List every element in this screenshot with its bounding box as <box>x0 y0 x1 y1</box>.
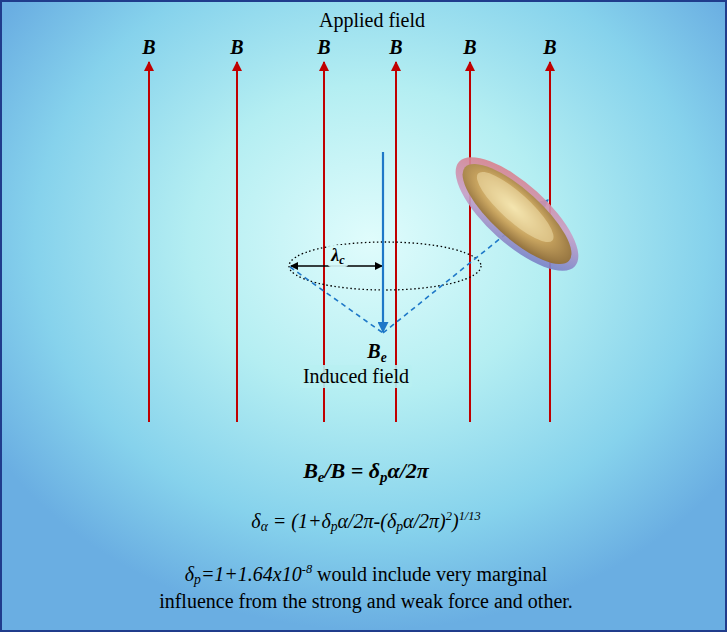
label-text: p <box>331 519 338 534</box>
field-line <box>236 62 238 422</box>
field-symbol: B <box>463 36 476 59</box>
label-text: influence from the strong and weak force… <box>159 590 573 612</box>
label-text: e <box>318 469 325 485</box>
field-symbol: B <box>389 36 402 59</box>
label-text: B <box>317 36 330 58</box>
label-text: ) <box>452 510 459 532</box>
label-text: B <box>463 36 476 58</box>
disk-rim <box>439 140 595 289</box>
orbit-ellipse <box>289 242 481 290</box>
label-text: δ <box>251 510 260 532</box>
label-text: α/2π-(δ <box>338 510 397 532</box>
label-text: λ <box>331 245 339 265</box>
label-text: α <box>261 519 268 534</box>
label-text: B <box>543 36 556 58</box>
cone-line <box>290 267 383 333</box>
disk-face <box>449 149 585 278</box>
label-text: e <box>381 350 387 365</box>
label-text: Induced field <box>303 365 409 387</box>
induced-field-arrow <box>382 152 384 332</box>
induced-symbol: Be <box>367 340 386 365</box>
radius-label: λc <box>328 245 347 267</box>
field-line <box>469 62 471 422</box>
induced-label: Induced field <box>300 365 412 388</box>
note-line: influence from the strong and weak force… <box>159 590 573 613</box>
label-text: p <box>194 572 201 587</box>
label-text: B <box>303 458 318 483</box>
label-text: 2 <box>446 509 452 523</box>
label-text: Applied field <box>319 9 425 31</box>
note-line: δp=1+1.64x10-8 would include very margin… <box>185 562 547 588</box>
applied-field-lines <box>149 62 550 422</box>
label-text: would include very marginal <box>312 563 547 585</box>
label-text: 1/13 <box>459 509 481 523</box>
field-symbol: B <box>230 36 243 59</box>
formula-line: Be/B = δpα/2π <box>303 458 429 486</box>
label-text: -8 <box>302 562 312 576</box>
spinning-disk <box>439 140 595 289</box>
field-symbol: B <box>543 36 556 59</box>
label-text: = (1+δ <box>268 510 331 532</box>
label-text: α/2π) <box>403 510 446 532</box>
label-text: p <box>396 519 403 534</box>
label-text: B <box>142 36 155 58</box>
disk-highlight <box>469 163 562 251</box>
label-text: c <box>339 253 344 267</box>
label-text: =1+1.64x10 <box>201 563 302 585</box>
label-text: /B = δ <box>324 458 380 483</box>
label-text: B <box>389 36 402 58</box>
label-text: B <box>230 36 243 58</box>
label-text: δ <box>185 563 194 585</box>
field-line <box>148 62 150 422</box>
label-text: B <box>367 340 380 362</box>
formula-line: δα = (1+δpα/2π-(δpα/2π)2)1/13 <box>251 509 480 535</box>
label-text: α/2π <box>388 458 429 483</box>
field-symbol: B <box>142 36 155 59</box>
field-symbol: B <box>317 36 330 59</box>
heading-label: Applied field <box>319 9 425 32</box>
label-text: p <box>380 469 387 485</box>
